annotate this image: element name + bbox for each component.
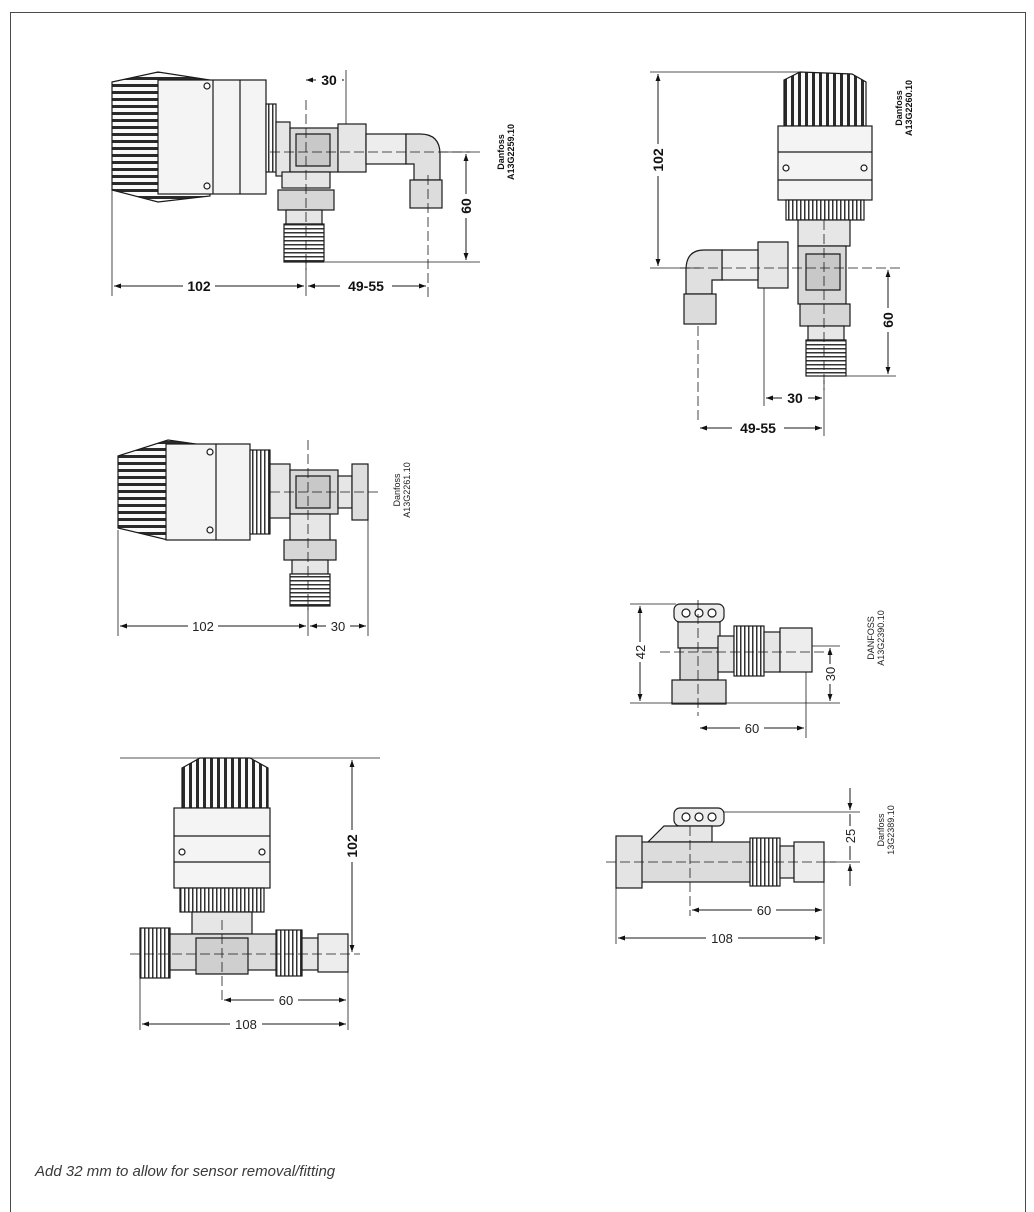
sensor-body [165, 443, 251, 541]
view-top-right [650, 71, 900, 436]
ref-code-middle-right: A13G2390.10 [876, 610, 886, 666]
dim-offset-30-top-right: 30 [787, 390, 803, 406]
dim-length-108-bottom-right: 108 [711, 931, 733, 946]
view-middle-left [117, 439, 380, 636]
dim-drop-30-middle-right: 30 [823, 667, 838, 681]
sensor-head [181, 757, 269, 809]
sensor-body [157, 79, 267, 195]
dim-height-42-middle-right: 42 [633, 645, 648, 659]
ref-code-top-right: A13G2260.10 [904, 80, 914, 136]
view-bottom-right [606, 788, 860, 944]
dim-reach-top-left: 49-55 [348, 278, 384, 294]
view-middle-right [630, 600, 840, 738]
ref-code-top-left: A13G2259.10 [506, 124, 516, 180]
dim-width-102-middle-left: 102 [192, 619, 214, 634]
knurled-ring [249, 449, 271, 535]
ref-code-bottom-right: 13G2389.10 [886, 805, 896, 855]
drawing-frame [10, 12, 1026, 1212]
ref-brand-top-left: Danfoss [496, 134, 506, 170]
footer-note: Add 32 mm to allow for sensor removal/fi… [35, 1163, 336, 1180]
knurled-ring [265, 103, 277, 173]
dim-offset-30-middle-left: 30 [331, 619, 345, 634]
view-top-left [111, 70, 480, 300]
sensor-head [783, 71, 867, 127]
dim-reach-60-bottom-left: 60 [279, 993, 293, 1008]
dim-reach-top-right: 49-55 [740, 420, 776, 436]
dim-height-60-top-left: 60 [458, 198, 474, 214]
ref-code-middle-left: A13G2261.10 [402, 462, 412, 518]
sensor-body [777, 125, 873, 201]
dim-drop-60-top-right: 60 [880, 312, 896, 328]
knurled-ring [785, 199, 865, 221]
dim-width-102-top-left: 102 [187, 278, 211, 294]
dim-height-25-bottom-right: 25 [843, 829, 858, 843]
ref-brand-middle-left: Danfoss [392, 473, 402, 507]
sensor-body [173, 807, 271, 889]
ref-brand-top-right: Danfoss [894, 90, 904, 126]
dim-offset-30-top-left: 30 [321, 72, 337, 88]
dim-reach-60-bottom-right: 60 [757, 903, 771, 918]
view-bottom-left [120, 757, 380, 1030]
dim-height-102-bottom-left: 102 [344, 834, 360, 858]
knurled-ring [179, 887, 265, 913]
ref-brand-middle-right: DANFOSS [866, 616, 876, 660]
dim-height-102-top-right: 102 [650, 148, 666, 172]
dim-length-108-bottom-left: 108 [235, 1017, 257, 1032]
ref-brand-bottom-right: Danfoss [876, 813, 886, 847]
dim-reach-60-middle-right: 60 [745, 721, 759, 736]
